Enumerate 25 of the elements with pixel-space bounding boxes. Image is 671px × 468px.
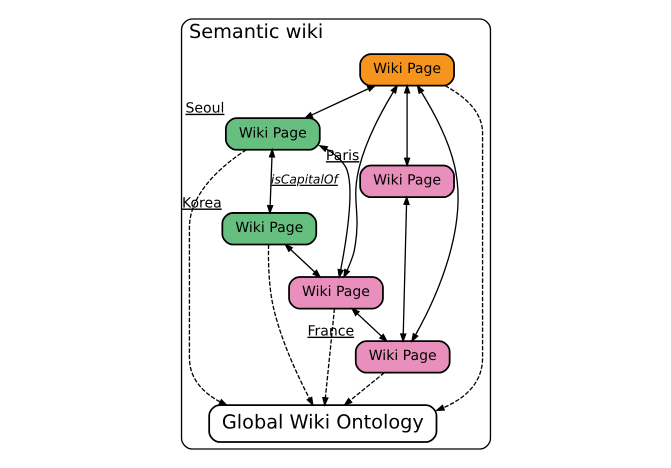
node-label: Korea	[181, 195, 222, 212]
node-box: Wiki Page	[220, 212, 317, 246]
node-label: Seoul	[184, 100, 224, 117]
arrow	[188, 149, 246, 406]
node-box: Global Wiki Ontology	[208, 404, 437, 443]
node-box: Wiki Page	[354, 340, 450, 374]
arrow	[342, 372, 384, 406]
arrow	[284, 243, 321, 278]
arrow	[318, 144, 350, 279]
node-box: Wiki Page	[288, 276, 384, 310]
node-label: France	[306, 324, 354, 340]
node-box: Wiki Page	[224, 117, 320, 151]
arrow	[399, 195, 410, 344]
arrow	[267, 244, 314, 407]
node-box: Wiki Page	[358, 164, 454, 198]
arrow	[410, 84, 458, 343]
node-box: Wiki Page	[358, 53, 454, 87]
arrow	[403, 84, 410, 168]
arrow	[342, 84, 398, 279]
arrow	[302, 84, 376, 119]
arrow	[350, 307, 388, 342]
arrow	[322, 308, 335, 407]
edge-label: isCapitalOf	[270, 172, 338, 187]
arrow	[266, 148, 275, 215]
arrow	[434, 85, 483, 412]
